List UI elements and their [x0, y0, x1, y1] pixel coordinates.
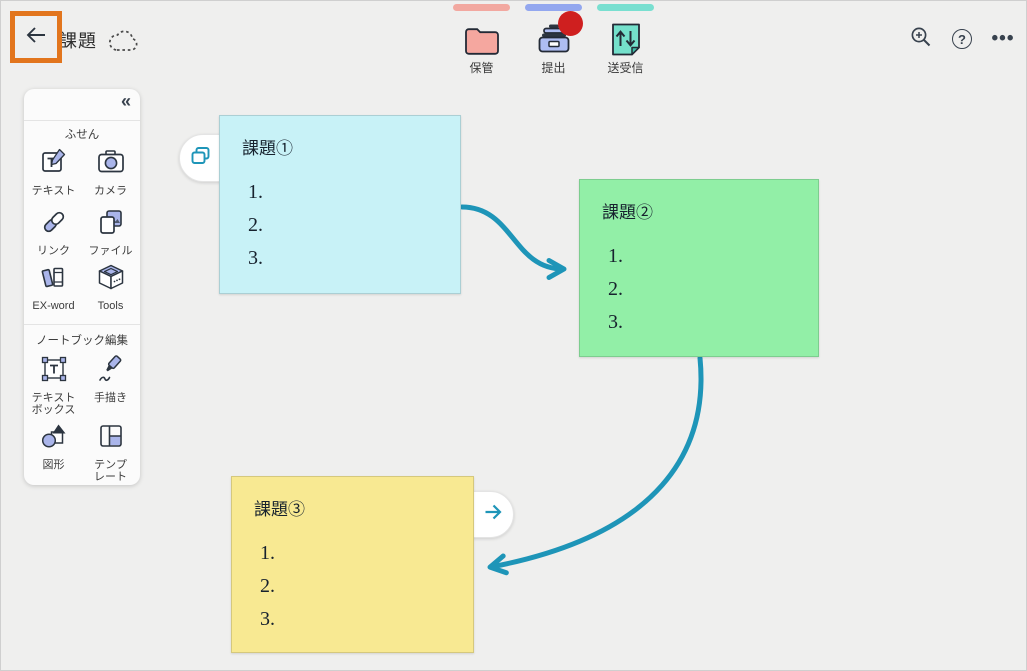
text-note-icon: [39, 147, 69, 182]
toolbar-label: 保管: [469, 61, 494, 75]
more-button[interactable]: •••: [991, 27, 1015, 51]
sticky-note-kadai-3[interactable]: 課題③ 1. 2. 3.: [231, 476, 474, 653]
submit-strip: [525, 4, 582, 11]
tool-sidebar: « ふせん テキスト カメラ: [24, 89, 140, 485]
toolbar-label: 送受信: [607, 61, 644, 75]
sidebar-item-shapes[interactable]: 図形: [27, 421, 80, 471]
send-receive-icon: [606, 15, 646, 57]
annotation-highlight-box: [10, 11, 62, 63]
connector-arrow-note2-note3[interactable]: [487, 355, 704, 576]
header-right-actions: ? •••: [909, 26, 1015, 52]
marker-pen-icon: [96, 354, 126, 389]
storage-strip: [453, 4, 510, 11]
note-title: 課題③: [254, 500, 305, 519]
toolbar-label: 提出: [541, 61, 566, 75]
page-title: 課題: [59, 31, 97, 51]
sidebar-item-tools[interactable]: Tools: [84, 262, 137, 312]
sidebar-item-handdraw[interactable]: 手描き: [84, 354, 137, 404]
file-icon: [96, 207, 126, 242]
sidebar-item-exword[interactable]: EX-word: [27, 262, 80, 312]
section-label-notebook-edit: ノートブック編集: [36, 335, 128, 347]
dictionary-books-icon: [39, 262, 69, 297]
sidebar-item-text-note[interactable]: テキスト: [27, 147, 80, 197]
help-icon: ?: [952, 29, 972, 49]
sidebar-item-file[interactable]: ファイル: [84, 207, 137, 257]
duplicate-icon: [188, 144, 212, 173]
divider: [24, 120, 140, 121]
textbox-icon: [39, 354, 69, 389]
tools-box-icon: [96, 262, 126, 297]
zoom-button[interactable]: [909, 27, 933, 51]
note-body: 1. 2. 3.: [260, 542, 275, 630]
zoom-in-icon: [909, 25, 933, 54]
submit-notification-badge: [558, 11, 583, 36]
note1-duplicate-button[interactable]: [179, 134, 221, 182]
note-title: 課題②: [602, 203, 653, 222]
storage-folder-icon: [462, 15, 502, 57]
connector-arrow-note1-note2[interactable]: [459, 204, 567, 280]
sidebar-item-camera[interactable]: カメラ: [84, 147, 137, 197]
help-button[interactable]: ?: [950, 27, 974, 51]
sidebar-collapse-button[interactable]: «: [120, 91, 131, 111]
section-label-fusen: ふせん: [64, 129, 100, 141]
sync-cloud-icon[interactable]: [107, 27, 143, 62]
back-button[interactable]: [17, 18, 55, 56]
note-body: 1. 2. 3.: [248, 181, 263, 269]
shapes-icon: [39, 421, 69, 456]
note-body: 1. 2. 3.: [608, 245, 623, 333]
toolbar: 保管 提出: [453, 1, 654, 76]
note3-next-button[interactable]: [472, 491, 514, 538]
note-title: 課題①: [242, 139, 293, 158]
toolbar-item-send-receive[interactable]: 送受信: [597, 1, 654, 76]
sticky-note-kadai-1[interactable]: 課題① 1. 2. 3.: [219, 115, 461, 294]
camera-icon: [96, 147, 126, 182]
template-layout-icon: [96, 421, 126, 456]
divider: [24, 324, 140, 325]
sidebar-item-template[interactable]: テンプ レート: [84, 421, 137, 483]
sidebar-item-textbox[interactable]: テキスト ボックス: [27, 354, 80, 416]
ellipsis-icon: •••: [991, 28, 1015, 49]
sidebar-item-link[interactable]: リンク: [27, 207, 80, 257]
submit-tray-icon: [534, 15, 574, 57]
link-icon: [39, 207, 69, 242]
back-arrow-icon: [23, 22, 49, 53]
sticky-note-kadai-2[interactable]: 課題② 1. 2. 3.: [579, 179, 819, 357]
arrow-right-icon: [481, 500, 505, 529]
toolbar-item-storage[interactable]: 保管: [453, 1, 510, 76]
send-strip: [597, 4, 654, 11]
toolbar-item-submit[interactable]: 提出: [525, 1, 582, 76]
